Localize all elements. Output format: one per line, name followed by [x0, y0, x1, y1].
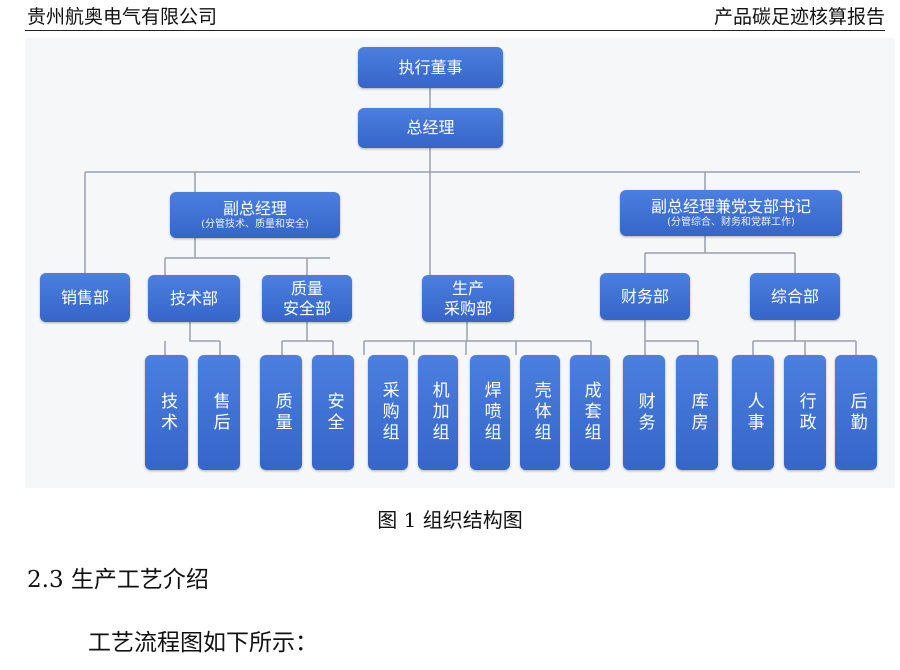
- dept-general-affairs: 综合部: [750, 273, 840, 320]
- team-finance: 财务: [623, 355, 665, 470]
- dept-production-purchasing: 生产 采购部: [422, 275, 514, 322]
- subtitle: (分管技术、质量和安全): [201, 218, 309, 230]
- team-welding-spraying: 焊喷组: [470, 355, 510, 470]
- team-purchasing: 采购组: [368, 355, 408, 470]
- section-heading: 2.3 生产工艺介绍: [27, 567, 209, 593]
- team-tech: 技术: [145, 355, 188, 470]
- team-hr: 人事: [732, 355, 774, 470]
- team-machining: 机加组: [418, 355, 458, 470]
- team-assembly: 成套组: [570, 355, 610, 470]
- dept-quality-safety: 质量 安全部: [262, 275, 352, 322]
- paragraph: 工艺流程图如下所示：: [88, 630, 318, 656]
- team-after-sales: 售后: [198, 355, 240, 470]
- team-safety: 安全: [312, 355, 354, 470]
- team-housing: 壳体组: [520, 355, 560, 470]
- team-admin: 行政: [784, 355, 826, 470]
- box-deputy-gm-1: 副总经理(分管技术、质量和安全): [170, 192, 340, 238]
- dept-tech: 技术部: [148, 275, 240, 322]
- title: 副总经理兼党支部书记: [650, 196, 811, 216]
- box-general-manager: 总经理: [358, 108, 503, 148]
- title: 副总经理: [222, 198, 287, 218]
- team-warehouse: 库房: [676, 355, 718, 470]
- team-logistics: 后勤: [835, 355, 877, 470]
- dept-finance: 财务部: [600, 273, 690, 320]
- figure-caption: 图 1 组织结构图: [377, 508, 523, 532]
- subtitle: (分管综合、财务和党群工作): [667, 216, 795, 228]
- team-quality: 质量: [260, 355, 302, 470]
- connector-lines: [84, 88, 860, 355]
- box-ceo: 执行董事: [358, 47, 503, 88]
- header-report-title: 产品碳足迹核算报告: [713, 6, 885, 28]
- dept-sales: 销售部: [40, 273, 130, 322]
- header-rule: [25, 30, 885, 31]
- header-company: 贵州航奥电气有限公司: [27, 6, 218, 28]
- box-deputy-gm-2: 副总经理兼党支部书记(分管综合、财务和党群工作): [620, 190, 842, 236]
